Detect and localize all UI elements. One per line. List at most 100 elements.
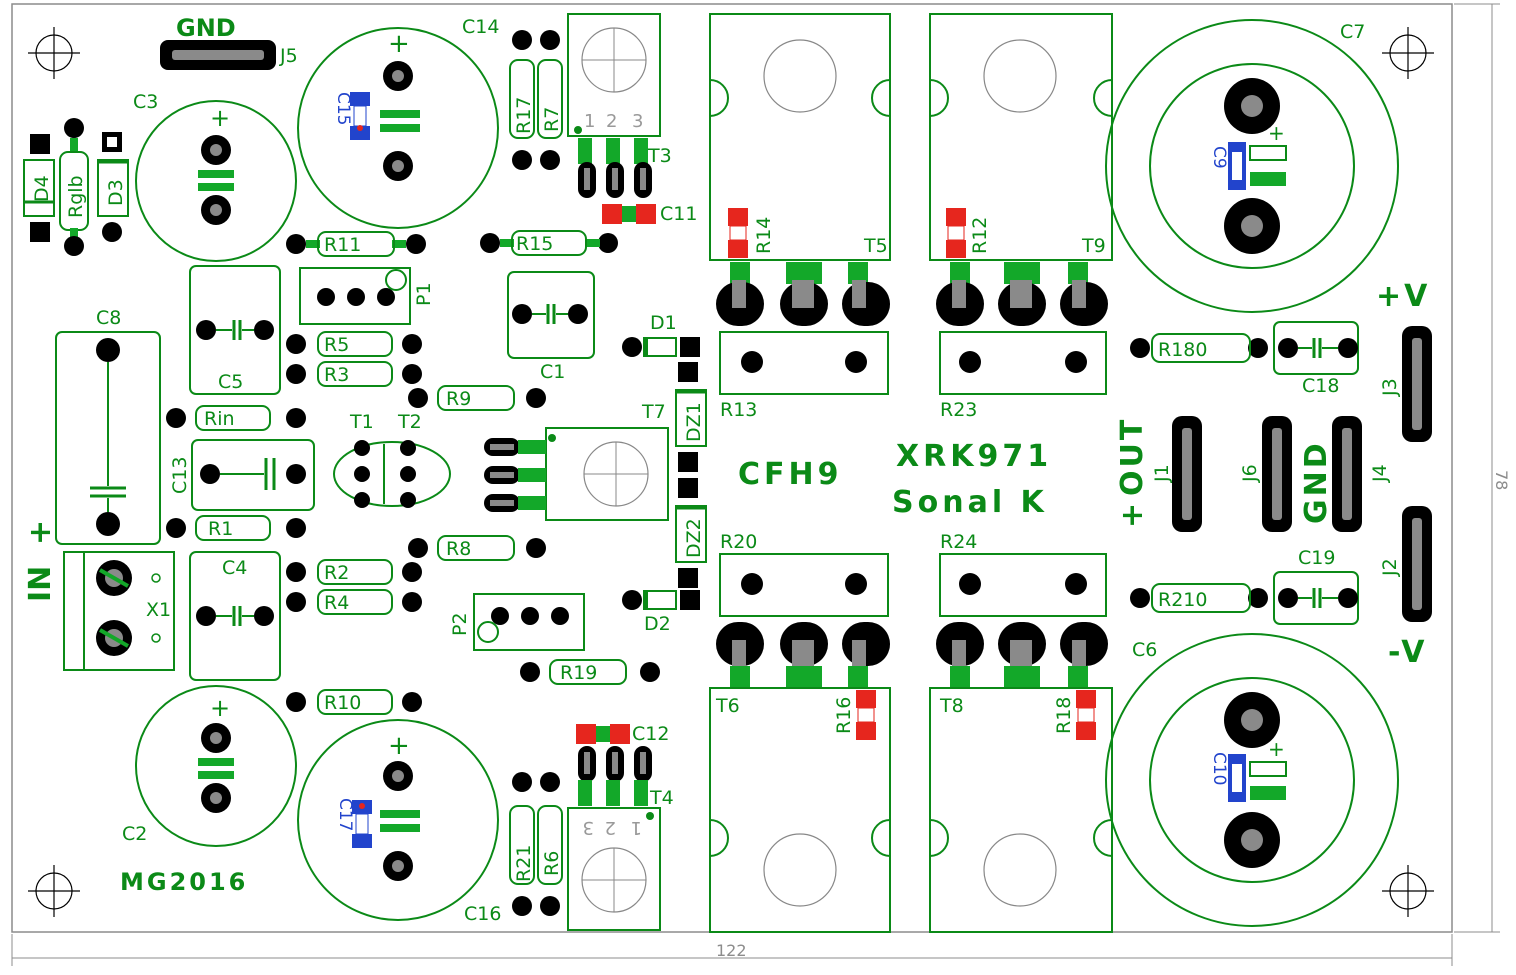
author-label: Sonal K: [892, 485, 1048, 520]
svg-text:3: 3: [583, 817, 594, 838]
c17-capacitor: +: [297, 719, 499, 921]
ref-R11: R11: [324, 234, 361, 256]
ref-R180: R180: [1158, 339, 1207, 361]
ref-R7: R7: [541, 107, 563, 132]
ref-R14: R14: [753, 217, 775, 254]
ref-R210: R210: [1158, 589, 1207, 611]
c12-smd: [576, 724, 630, 744]
r21-r6-resistors: [509, 772, 563, 916]
r5-r3-resistors: [286, 331, 422, 387]
t8-transistor: [929, 622, 1113, 933]
ref-R13: R13: [720, 399, 757, 421]
ref-J3: J3: [1379, 378, 1401, 397]
ref-J1: J1: [1151, 464, 1173, 483]
dz1-dz2-diodes: [675, 362, 707, 588]
ref-T8: T8: [939, 695, 964, 717]
ref-R19: R19: [560, 662, 597, 684]
dimension-height-label: 78: [1492, 470, 1511, 490]
x1-terminal: [63, 551, 175, 671]
svg-text:2: 2: [605, 817, 616, 838]
svg-text:2: 2: [606, 111, 617, 132]
ref-Rglb: Rglb: [65, 175, 87, 218]
ref-C12: C12: [632, 723, 669, 745]
ref-C7: C7: [1340, 21, 1365, 43]
ref-R12: R12: [969, 217, 991, 254]
ref-J4: J4: [1369, 464, 1391, 483]
svg-text:+: +: [388, 29, 410, 59]
t7-transistor: [484, 427, 669, 521]
d2-diode: [622, 590, 700, 610]
ref-D1: D1: [650, 312, 677, 334]
r180-resistor: [1130, 333, 1268, 363]
svg-text:1: 1: [584, 111, 595, 132]
r13-r23-resistors: [719, 331, 1107, 395]
j5-header: [160, 40, 276, 70]
ref-C5: C5: [218, 371, 243, 393]
ref-R10: R10: [324, 692, 361, 714]
ref-R4: R4: [324, 592, 349, 614]
c5-capacitor: [189, 265, 281, 395]
r10-resistor: [286, 689, 422, 715]
ref-R3: R3: [324, 364, 349, 386]
ref-C6: C6: [1132, 639, 1157, 661]
ref-R1: R1: [208, 518, 233, 540]
c4-capacitor: [189, 551, 281, 681]
ref-C4: C4: [222, 557, 247, 579]
j3-header: [1402, 326, 1432, 442]
ref-C16: C16: [464, 903, 501, 925]
ref-C18: C18: [1302, 375, 1339, 397]
ref-R5: R5: [324, 334, 349, 356]
dimension-width: [11, 934, 1453, 966]
ref-R15: R15: [516, 233, 553, 255]
in-label: IN: [23, 566, 58, 602]
j2-header: [1402, 506, 1432, 622]
t6-transistor: [709, 622, 891, 933]
ref-T4: T4: [649, 787, 674, 809]
c6-capacitor: +: [1105, 633, 1399, 927]
c19-capacitor: [1273, 571, 1359, 625]
r210-resistor: [1130, 583, 1268, 613]
t4-transistor: 3 2 1: [567, 746, 661, 931]
ref-J6: J6: [1239, 464, 1261, 483]
r9-resistor: [408, 385, 546, 411]
r17-r7-resistors: [509, 30, 563, 170]
ref-T1: T1: [349, 411, 374, 433]
mounting-holes: [28, 27, 1434, 917]
dimension-width-label: 122: [716, 941, 747, 960]
ref-X1: X1: [146, 599, 171, 621]
c18-capacitor: [1273, 321, 1359, 375]
ref-C13: C13: [169, 457, 191, 494]
svg-text:+: +: [210, 104, 230, 132]
ref-J2: J2: [1379, 558, 1401, 577]
svg-text:1: 1: [631, 817, 642, 838]
ref-J5: J5: [279, 45, 298, 67]
c8-capacitor: [55, 331, 161, 545]
ref-C15: C15: [333, 92, 353, 126]
ref-R16: R16: [833, 697, 855, 734]
ref-DZ1: DZ1: [683, 402, 705, 442]
svg-text:3: 3: [632, 111, 643, 132]
r8-resistor: [408, 535, 546, 561]
gnd-top-label: GND: [176, 14, 236, 42]
ref-R23: R23: [940, 399, 977, 421]
ref-C10: C10: [1209, 752, 1229, 786]
ref-C8: C8: [96, 307, 121, 329]
plus-v-label: +V: [1376, 279, 1430, 314]
ref-C9: C9: [1209, 146, 1229, 169]
ref-D3: D3: [105, 179, 127, 206]
ref-Rin: Rin: [204, 408, 235, 430]
d1-diode: [622, 337, 700, 357]
ref-T9: T9: [1081, 235, 1106, 257]
r15-resistor: [480, 230, 618, 256]
svg-text:+: +: [210, 694, 230, 722]
r19-resistor: [520, 659, 660, 685]
ref-C19: C19: [1298, 547, 1335, 569]
ref-C14: C14: [462, 16, 499, 38]
r11-resistor: [286, 231, 426, 257]
c3-capacitor: +: [135, 100, 297, 262]
ref-P1: P1: [413, 282, 435, 306]
ref-C17: C17: [335, 798, 355, 832]
credit-label: MG2016: [120, 868, 248, 896]
ref-T3: T3: [647, 145, 672, 167]
